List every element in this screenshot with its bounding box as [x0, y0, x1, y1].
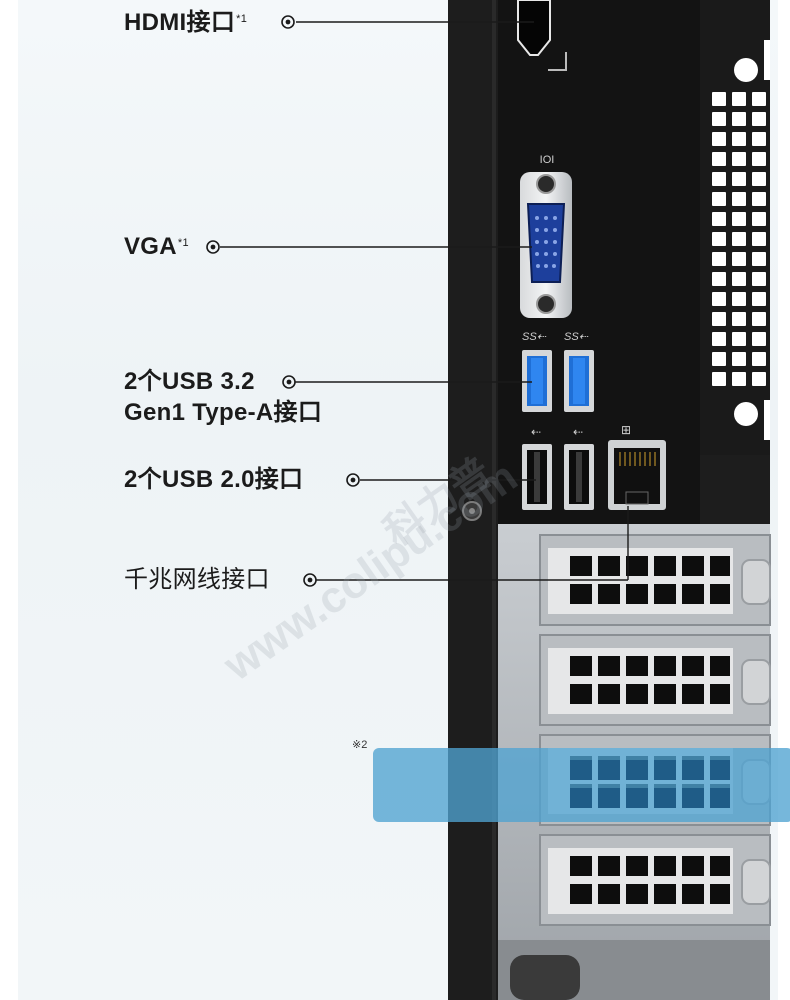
chassis-edge [492, 0, 496, 1000]
hdmi-port [517, 0, 567, 71]
label-usb32-line1: 2个USB 3.2 [124, 368, 255, 395]
svg-text:SS⇠: SS⇠ [564, 331, 589, 343]
highlight-slot-overlay [373, 748, 790, 822]
svg-text:⊞: ⊞ [621, 423, 631, 437]
label-lan: 千兆网线接口 [124, 566, 270, 593]
vga-port-mark: IOI [540, 154, 555, 166]
footnote-mark: ※2 [352, 739, 368, 751]
vga-port: IOI [520, 154, 572, 318]
label-vga-text: VGA [124, 233, 177, 260]
svg-text:SS⇠: SS⇠ [522, 331, 547, 343]
expansion-slots [539, 534, 771, 926]
label-vga-note: *1 [177, 237, 189, 249]
vent-grid [712, 40, 770, 440]
label-hdmi: HDMI接口*1 [124, 8, 247, 38]
highlight-slot-holes [570, 760, 730, 808]
label-hdmi-note: *1 [236, 13, 248, 25]
svg-text:⇠: ⇠ [573, 425, 583, 439]
label-vga: VGA*1 [124, 232, 189, 262]
usb20-ports: ⇠ ⇠ [522, 425, 594, 510]
svg-text:⇠: ⇠ [531, 425, 541, 439]
label-usb32-line2: Gen1 Type-A接口 [124, 399, 323, 426]
label-usb20: 2个USB 2.0接口 [124, 466, 304, 493]
callout-dots [206, 15, 360, 587]
usb32-ports: SS⇠ SS⇠ [522, 331, 594, 412]
callout-lines [220, 21, 629, 581]
label-hdmi-text: HDMI接口 [124, 9, 236, 36]
lan-port: ⊞ [608, 423, 666, 510]
